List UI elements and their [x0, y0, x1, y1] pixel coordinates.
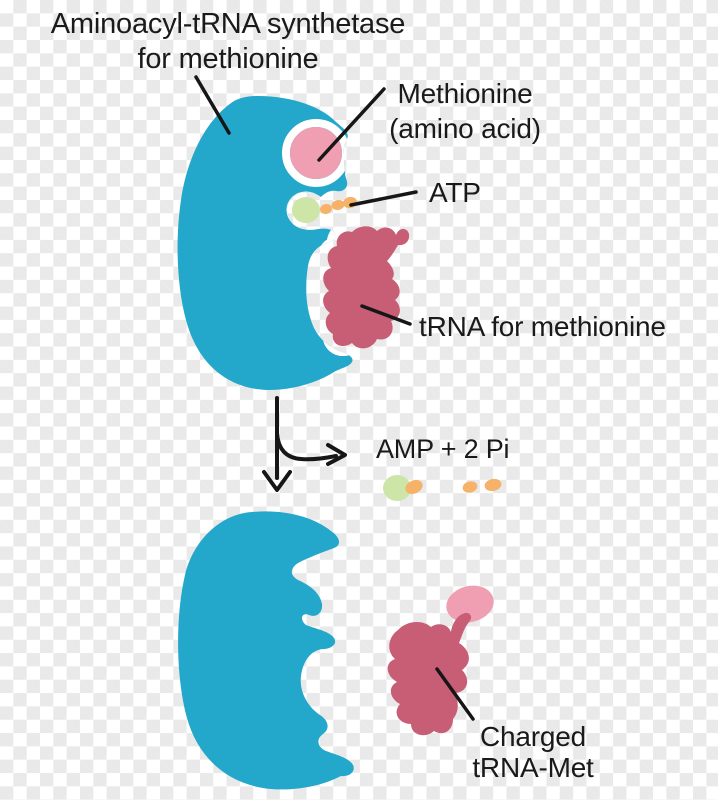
leader-line-trna — [360, 304, 412, 326]
charged-trna-blob — [387, 612, 472, 736]
leader-line-atp — [349, 190, 418, 207]
charged-methionine-circle — [446, 585, 494, 623]
enzyme-bottom-blob — [178, 511, 354, 790]
phosphate-dot — [320, 203, 332, 215]
leader-line-synthetase — [194, 75, 231, 135]
amp-oval — [292, 197, 320, 223]
amp-molecule — [383, 475, 411, 501]
label-charged-trna: Charged tRNA-Met — [428, 721, 638, 783]
label-methionine-line2: (amino acid) — [389, 113, 541, 144]
phosphate-dot — [331, 199, 345, 211]
label-products: AMP + 2 Pi — [376, 434, 510, 464]
arrowhead-branch — [326, 443, 347, 466]
trna-blob — [323, 226, 410, 349]
free-phosphates — [405, 478, 502, 495]
label-charged-line2: tRNA-Met — [472, 752, 594, 783]
label-synthetase: Aminoacyl-tRNA synthetase for methionine — [30, 7, 426, 77]
charged-trna — [387, 585, 494, 736]
label-methionine: Methionine (amino acid) — [360, 76, 570, 146]
reaction-arrow — [262, 396, 347, 492]
label-atp: ATP — [429, 177, 481, 208]
phosphate-free-2 — [484, 478, 502, 492]
reaction-arrow-branch — [275, 431, 338, 462]
leader-line-methionine — [317, 87, 386, 162]
phosphate-free-0 — [405, 479, 423, 495]
leader-line-charged — [435, 667, 475, 721]
label-charged-line1: Charged — [479, 721, 586, 752]
released-products — [383, 475, 502, 501]
label-methionine-line1: Methionine — [397, 78, 533, 109]
methionine-circle — [290, 127, 342, 179]
label-synthetase-line2: for methionine — [137, 43, 319, 75]
phosphate-free-1 — [462, 481, 478, 493]
label-synthetase-line1: Aminoacyl-tRNA synthetase — [50, 8, 406, 40]
label-trna: tRNA for methionine — [419, 311, 666, 342]
arrowhead-down — [262, 470, 292, 492]
